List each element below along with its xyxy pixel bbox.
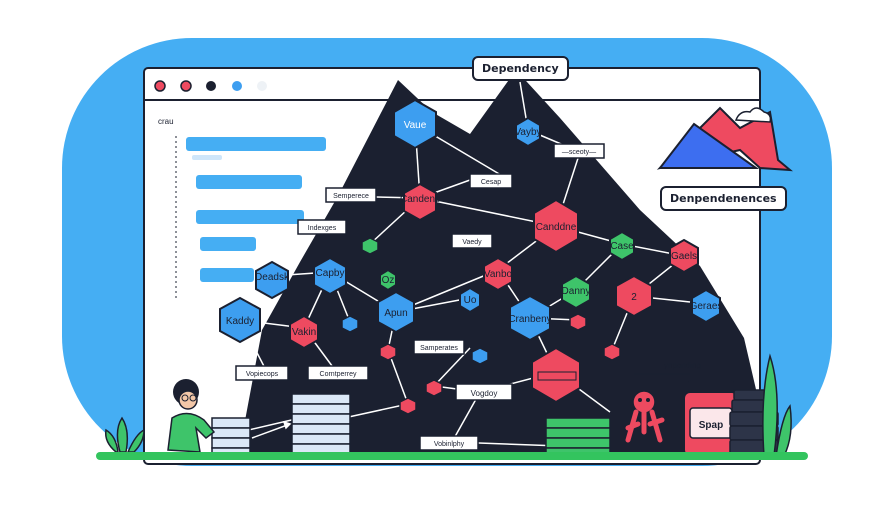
node-vakin[interactable]: Vakin <box>289 314 319 350</box>
code-line <box>192 155 222 160</box>
stack-small <box>211 417 251 457</box>
node-small-red-b[interactable] <box>379 343 397 361</box>
node-geraes[interactable]: Geraes <box>690 288 723 324</box>
node-canddne[interactable]: Canddne <box>533 198 579 254</box>
svg-text:Vakin: Vakin <box>292 327 316 338</box>
callout-dependency: Dependency <box>472 56 569 81</box>
label-boxes: —sceoty— Cesap Semperece Indexges Vaedy … <box>235 143 701 451</box>
svg-text:2: 2 <box>631 292 637 303</box>
svg-text:Indexges: Indexges <box>308 225 337 232</box>
label-indexges: Indexges <box>297 219 347 235</box>
svg-text:Cesap: Cesap <box>481 179 501 186</box>
svg-text:Apun: Apun <box>384 308 407 319</box>
svg-text:Vaedy: Vaedy <box>462 239 482 246</box>
svg-text:Vobinlphy: Vobinlphy <box>434 441 465 448</box>
code-line <box>200 237 256 251</box>
node-candens[interactable]: Candens <box>400 182 440 222</box>
svg-text:Uo: Uo <box>464 295 477 306</box>
svg-text:Kaddy: Kaddy <box>226 316 254 327</box>
node-vaue[interactable]: Vaue <box>393 98 437 150</box>
label-vaedy: Vaedy <box>451 233 493 249</box>
node-small-blue-b[interactable] <box>471 347 489 365</box>
mini-mountain <box>656 106 794 172</box>
node-cranbeny[interactable]: Cranbeny <box>508 294 552 342</box>
code-line <box>200 268 254 282</box>
jar-spap: Spap <box>683 380 739 457</box>
node-danny[interactable]: Danny <box>561 274 591 310</box>
svg-text:Corntperrey: Corntperrey <box>320 371 357 378</box>
node-case[interactable]: Case <box>609 230 635 262</box>
developer-person <box>167 379 216 453</box>
node-small-green-a[interactable] <box>361 237 379 255</box>
svg-text:Capby: Capby <box>316 268 345 279</box>
plant-right-icon <box>762 353 792 457</box>
svg-text:Cranbeny: Cranbeny <box>508 314 551 325</box>
label-cornperrey: Corntperrey <box>307 365 369 381</box>
ground <box>96 452 808 460</box>
node-big-red[interactable] <box>531 346 581 404</box>
nodes: Vaue Candens Canddne Capby Apun Deadsk K… <box>219 98 723 415</box>
node-uo[interactable]: Uo <box>459 286 481 314</box>
code-line <box>196 175 302 189</box>
label-semperece: Semperece <box>325 187 377 203</box>
node-deadsk[interactable]: Deadsk <box>255 260 290 300</box>
svg-text:Canddne: Canddne <box>536 222 577 233</box>
svg-text:—sceoty—: —sceoty— <box>562 149 596 156</box>
svg-text:Deadsk: Deadsk <box>255 272 290 283</box>
label-vogdoy: Vogdoy <box>455 383 513 401</box>
callout-dependencies: Denpendenences <box>660 186 787 211</box>
svg-text:Gaels: Gaels <box>671 251 697 262</box>
node-small-red-c[interactable] <box>603 343 621 361</box>
svg-text:Oz: Oz <box>382 275 395 286</box>
plant-left-icon <box>104 416 145 453</box>
code-line <box>196 210 304 224</box>
svg-text:Vayby: Vayby <box>514 127 541 138</box>
stack-left <box>291 393 351 457</box>
node-small-red-a[interactable] <box>569 313 587 331</box>
svg-text:Danny: Danny <box>562 286 591 297</box>
svg-text:Case: Case <box>610 241 634 252</box>
extra-dot-2-icon[interactable] <box>257 81 267 91</box>
label-samperates: Samperates <box>413 339 465 355</box>
label-cesap: Cesap <box>469 173 513 189</box>
svg-text:Vanbo: Vanbo <box>484 269 513 280</box>
svg-text:Candens: Candens <box>400 194 440 205</box>
node-small-blue-a[interactable] <box>341 315 359 333</box>
node-vanbo[interactable]: Vanbo <box>483 256 513 292</box>
svg-text:Spap: Spap <box>699 420 723 431</box>
extra-dot-icon[interactable] <box>232 81 242 91</box>
label-vopiecops: Vopiecops <box>235 365 289 381</box>
node-gaels[interactable]: Gaels <box>669 238 699 274</box>
node-oz[interactable]: Oz <box>379 268 397 292</box>
node-apun[interactable]: Apun <box>377 290 415 334</box>
node-two[interactable]: 2 <box>615 274 653 318</box>
arrow-right-icon <box>251 420 292 439</box>
node-small-red-d[interactable] <box>425 379 443 397</box>
svg-text:ynpending: ynpending <box>664 361 701 370</box>
label-ynpending: ynpending <box>634 361 701 375</box>
node-small-red-e[interactable] <box>399 397 417 415</box>
stack-green <box>545 417 611 457</box>
label-vobinlphy: Vobinlphy <box>419 435 479 451</box>
svg-text:Semperece: Semperece <box>333 193 369 200</box>
red-creature <box>625 390 665 443</box>
svg-text:Vogdoy: Vogdoy <box>471 389 498 398</box>
node-kaddy[interactable]: Kaddy <box>219 296 261 344</box>
close-dot-icon[interactable] <box>154 80 166 92</box>
svg-text:Samperates: Samperates <box>420 345 458 352</box>
window-title: crau <box>158 117 174 126</box>
minimize-dot-icon[interactable] <box>180 80 192 92</box>
node-vayby[interactable]: Vayby <box>514 116 542 148</box>
svg-text:Vopiecops: Vopiecops <box>246 371 279 378</box>
maximize-dot-icon[interactable] <box>206 81 216 91</box>
code-line <box>186 137 326 151</box>
label-scovty: —sceoty— <box>553 143 605 159</box>
svg-text:Geraes: Geraes <box>690 301 723 312</box>
node-capby[interactable]: Capby <box>313 256 347 296</box>
svg-text:Vaue: Vaue <box>404 120 427 131</box>
